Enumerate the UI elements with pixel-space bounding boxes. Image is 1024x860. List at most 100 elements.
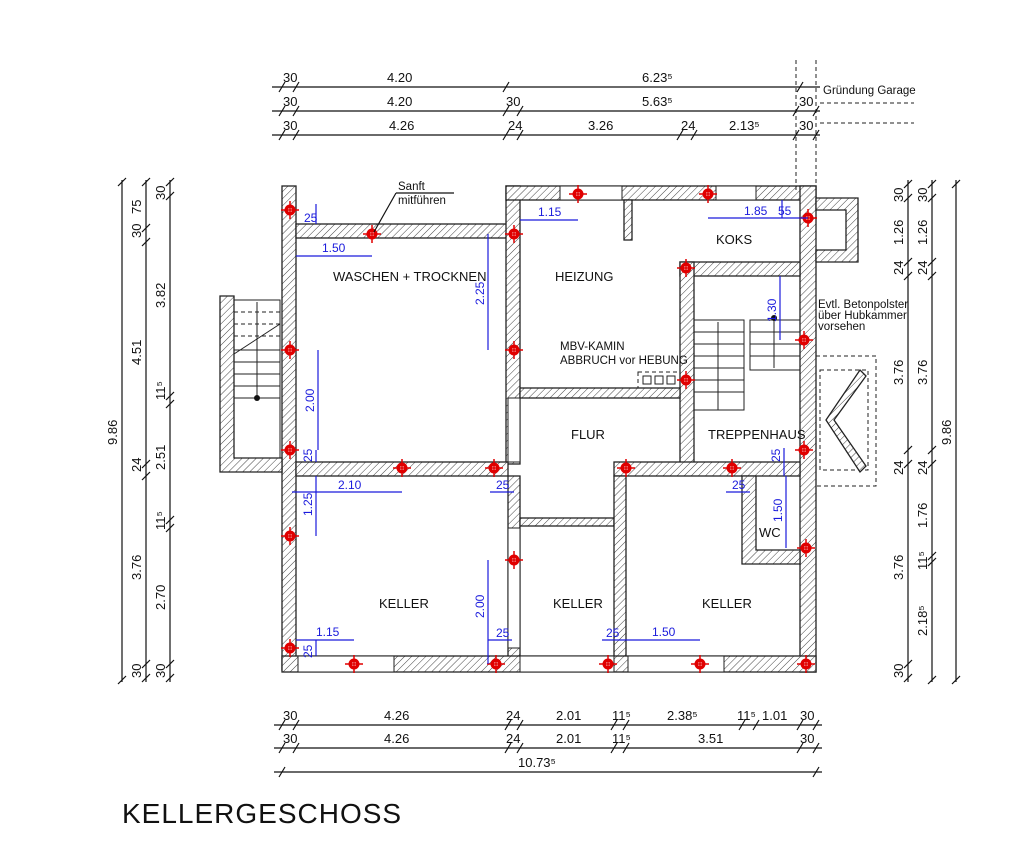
dimension-tick (278, 105, 286, 117)
dimension-tick (903, 179, 913, 189)
dimension-tick (165, 399, 175, 409)
wall-koks-bottom (679, 261, 801, 277)
bot-r2-2: 24 (506, 731, 520, 746)
dimension-tick (516, 129, 524, 141)
bottom-dimensions: 30 4.26 24 2.01 11⁵ 2.38⁵ 11⁵ 1.01 30 30… (274, 708, 822, 773)
left-in-4: 11⁵ (153, 511, 168, 530)
note-sanft: Sanft (398, 181, 426, 193)
dim-55: 55 (778, 204, 792, 218)
dim-25-top: 25 (304, 211, 318, 225)
room-heizung: HEIZUNG (555, 269, 614, 284)
dimension-tick (504, 742, 512, 754)
bot-r2-0: 30 (283, 731, 297, 746)
wall-flur-bottom (519, 517, 615, 527)
interior-dimensions: 1.50 25 2.25 1.15 1.85 55 1.30 2.00 25 2… (292, 200, 808, 664)
bot-r2-5: 3.51 (698, 731, 723, 746)
right-mid-0: 30 (915, 188, 930, 202)
right-in-1: 1.26 (891, 220, 906, 245)
bot-r1-4: 11⁵ (612, 708, 631, 723)
dimension-tick (622, 719, 630, 731)
room-flur: FLUR (571, 427, 605, 442)
dimension-tick (516, 105, 524, 117)
dim-130: 1.30 (765, 298, 779, 322)
dim-200-keller: 2.00 (473, 594, 487, 618)
left-outer-0: 9.86 (105, 420, 120, 445)
room-keller-right: KELLER (702, 596, 752, 611)
dimension-tick (292, 105, 300, 117)
dim-115-heizung: 1.15 (538, 205, 562, 219)
wall-left (281, 185, 297, 671)
garage-lines (795, 60, 914, 190)
dimension-tick (165, 391, 175, 401)
right-mid-5: 1.76 (915, 503, 930, 528)
left-mid-1: 75 (129, 200, 144, 214)
top-r3-2: 24 (508, 118, 522, 133)
dimension-tick (117, 675, 127, 685)
left-mid-2: 4.51 (129, 340, 144, 365)
dimension-tick (141, 673, 151, 683)
dimension-tick (292, 742, 300, 754)
dimension-tick (903, 673, 913, 683)
top-r1-0: 30 (283, 70, 297, 85)
left-mid-4: 3.76 (129, 555, 144, 580)
bot-r1-0: 30 (283, 708, 297, 723)
top-r1-2: 6.23⁵ (642, 70, 673, 85)
right-outer-0: 9.86 (939, 420, 954, 445)
dimension-tick (951, 179, 961, 189)
dim-125: 1.25 (301, 492, 315, 516)
top-dimensions: 30 4.20 6.23⁵ 30 4.20 30 5.63⁵ 30 30 4.2… (272, 70, 820, 136)
wall-koks-annex (815, 197, 859, 263)
wall-heizung-bottom (519, 387, 681, 399)
dimension-tick (141, 659, 151, 669)
dimension-tick (502, 105, 510, 117)
room-keller-left: KELLER (379, 596, 429, 611)
top-r2-3: 5.63⁵ (642, 94, 673, 109)
right-dimensions: 30 1.26 24 3.76 24 3.76 30 30 1.26 24 3.… (891, 180, 957, 682)
left-in-3: 2.51 (153, 445, 168, 470)
wall-wc (741, 475, 801, 565)
dim-25-wc: 25 (732, 478, 746, 492)
left-in-5: 2.70 (153, 585, 168, 610)
dimension-tick (903, 257, 913, 267)
dimension-tick (927, 271, 937, 281)
dim-150-wc: 1.50 (771, 498, 785, 522)
dimension-tick (738, 719, 746, 731)
wall-keller-mr (613, 475, 627, 671)
left-in-0: 30 (153, 186, 168, 200)
bot-r2-1: 4.26 (384, 731, 409, 746)
dimension-tick (927, 193, 937, 203)
note-garage: Gründung Garage (823, 85, 916, 97)
bot-r1-6: 11⁵ (737, 708, 756, 723)
dim-115-keller: 1.15 (316, 625, 340, 639)
dimension-tick (516, 742, 524, 754)
right-in-2: 24 (891, 261, 906, 275)
dimension-tick (812, 105, 820, 117)
bot-r1-8: 30 (800, 708, 814, 723)
dimension-tick (165, 191, 175, 201)
dim-200-left: 2.00 (303, 388, 317, 412)
dimension-ticks (117, 81, 961, 778)
dimension-tick (796, 742, 804, 754)
dim-25-left: 25 (301, 448, 315, 462)
dimension-tick (141, 177, 151, 187)
dim-25-keller: 25 (301, 644, 315, 658)
dimension-tick (903, 271, 913, 281)
bot-r1-5: 2.38⁵ (667, 708, 698, 723)
room-keller-mid: KELLER (553, 596, 603, 611)
right-in-3: 3.76 (891, 360, 906, 385)
left-mid-3: 24 (129, 458, 144, 472)
dimension-tick (141, 223, 151, 233)
dim-25-keller-r: 25 (496, 626, 510, 640)
dimension-tick (165, 523, 175, 533)
dimension-tick (927, 557, 937, 567)
dimension-tick (292, 719, 300, 731)
room-treppenhaus: TREPPENHAUS (708, 427, 806, 442)
dimension-tick (927, 445, 937, 455)
dimension-tick (502, 129, 510, 141)
dim-150-keller-r: 1.50 (652, 625, 676, 639)
dimension-tick (927, 459, 937, 469)
wall-mid-right (613, 461, 801, 477)
top-r3-5: 2.13⁵ (729, 118, 760, 133)
top-r2-2: 30 (506, 94, 520, 109)
